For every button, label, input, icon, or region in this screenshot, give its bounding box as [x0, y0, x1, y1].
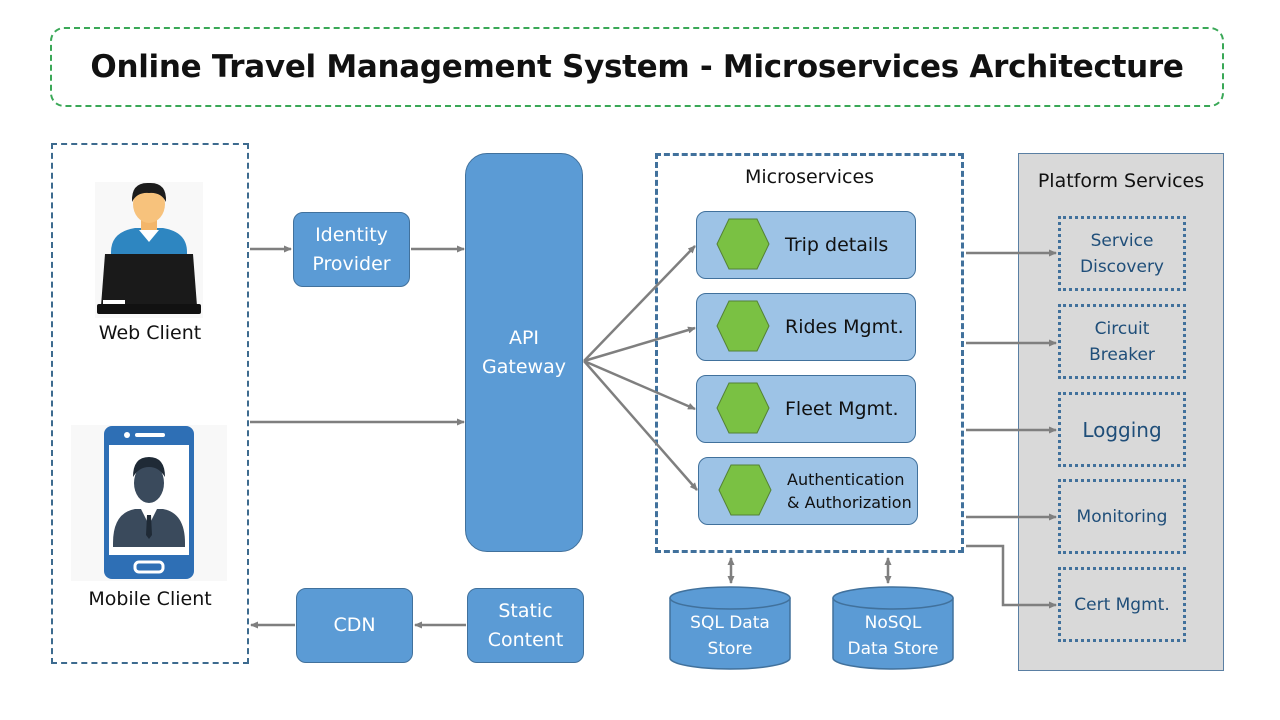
web-client-label: Web Client [98, 322, 202, 344]
clients-container [51, 143, 249, 664]
person-laptop-icon [95, 182, 203, 318]
static-content-label: Static Content [487, 599, 564, 651]
platform-item-circuit-breaker: Circuit Breaker [1058, 304, 1186, 379]
service-label: Authentication & Authorization [787, 470, 912, 512]
sql-data-store-cylinder [669, 586, 791, 670]
nosql-data-store-cylinder [832, 586, 954, 670]
arrow-gateway-to-trip [583, 245, 696, 362]
sql-data-store-label: SQL Data Store [668, 610, 792, 662]
arrow-gateway-to-rides [583, 326, 696, 363]
hexagon-icon [716, 300, 770, 352]
service-label: Fleet Mgmt. [785, 397, 899, 420]
platform-item-logging: Logging [1058, 392, 1186, 467]
platform-item-label: Circuit Breaker [1089, 318, 1155, 365]
sql-data-store-text: SQL Data Store [690, 613, 770, 659]
nosql-data-store-label: NoSQL Data Store [831, 610, 955, 662]
platform-item-service-discovery: Service Discovery [1058, 216, 1186, 291]
arrow-to-cert-mgmt [966, 544, 1057, 609]
mobile-client-label: Mobile Client [88, 588, 212, 610]
identity-provider-label: Identity Provider [312, 223, 391, 275]
platform-item-cert-mgmt: Cert Mgmt. [1058, 567, 1186, 642]
microservices-title: Microservices [744, 166, 875, 188]
service-label: Rides Mgmt. [785, 315, 904, 338]
microservices-container [655, 153, 964, 553]
platform-item-monitoring: Monitoring [1058, 479, 1186, 554]
hexagon-icon [716, 382, 770, 434]
cdn-box: CDN [296, 588, 413, 663]
arrow-gateway-to-auth [583, 360, 698, 491]
identity-provider-box: Identity Provider [293, 212, 410, 287]
arrow-gateway-to-fleet [583, 359, 696, 411]
api-gateway-box: API Gateway [465, 153, 583, 552]
platform-services-title: Platform Services [1037, 170, 1205, 192]
platform-item-label: Monitoring [1076, 506, 1168, 527]
hexagon-icon [716, 218, 770, 270]
page-title: Online Travel Management System - Micros… [90, 49, 1184, 85]
api-gateway-label: API Gateway [482, 326, 566, 378]
cdn-label: CDN [333, 614, 376, 636]
platform-item-label: Service Discovery [1080, 230, 1164, 277]
nosql-data-store-text: NoSQL Data Store [847, 613, 939, 659]
platform-item-label: Logging [1082, 417, 1162, 442]
platform-services-container [1018, 153, 1224, 671]
phone-user-icon [71, 425, 227, 581]
static-content-box: Static Content [467, 588, 584, 663]
title-box: Online Travel Management System - Micros… [50, 27, 1224, 107]
platform-item-label: Cert Mgmt. [1074, 594, 1170, 615]
service-label: Trip details [785, 233, 889, 256]
hexagon-icon [718, 464, 772, 516]
